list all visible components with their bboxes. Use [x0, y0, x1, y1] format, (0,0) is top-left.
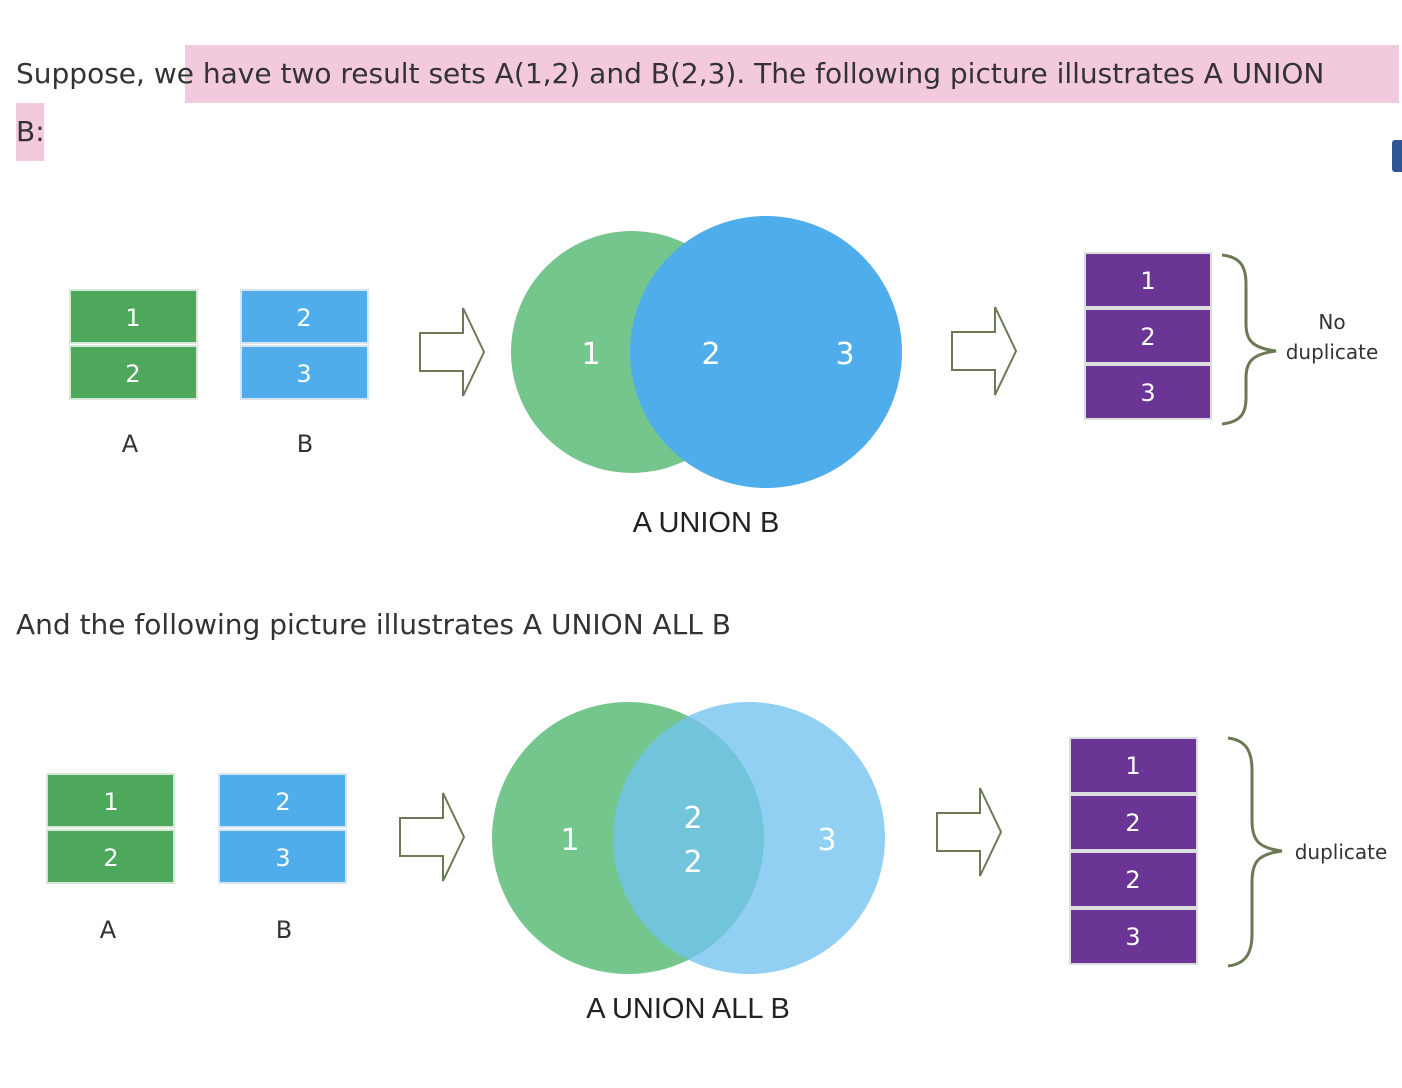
- venn-circle-b: [630, 216, 902, 488]
- set-b-label: B: [297, 430, 313, 458]
- set-a-value: 2: [103, 844, 118, 872]
- union-caption: A UNION B: [633, 507, 780, 539]
- set-a-cell: [46, 773, 175, 828]
- set-b-value: 3: [296, 360, 311, 388]
- result-cell: [1084, 308, 1212, 364]
- union-note-line-2: duplicate: [1286, 340, 1379, 364]
- set-a-value: 2: [125, 360, 140, 388]
- venn-value-b-only: 3: [835, 337, 854, 372]
- venn-value-a-only: 1: [581, 337, 600, 372]
- text-highlight: [16, 103, 44, 161]
- side-tab: [1392, 140, 1402, 172]
- set-a-cell: [46, 829, 175, 884]
- union-venn: 1 2 3: [511, 216, 902, 488]
- union-all-intro-text: And the following picture illustrates A …: [16, 608, 732, 641]
- union-diagram: 1 2 A 2 3 B 1 2 3 A UNION B 1 2 3 No dup…: [69, 216, 1379, 539]
- set-a-table: 1 2 A: [46, 773, 175, 944]
- venn-value-overlap: 2: [683, 801, 702, 836]
- set-b-table: 2 3 B: [218, 773, 347, 944]
- arrow-right-icon: [951, 306, 1018, 396]
- union-all-diagram: 1 2 A 2 3 B 1 2 2 3 A UNION ALL B 1 2 2 …: [46, 702, 1388, 1025]
- set-a-label: A: [100, 916, 117, 944]
- result-cell: [1069, 737, 1198, 794]
- venn-circle-b: [613, 702, 885, 974]
- result-value: 3: [1125, 923, 1140, 951]
- union-result-table: 1 2 3: [1084, 252, 1212, 420]
- set-b-cell: [218, 773, 347, 828]
- result-cell: [1084, 364, 1212, 420]
- union-all-caption: A UNION ALL B: [586, 993, 790, 1025]
- result-value: 1: [1125, 752, 1140, 780]
- result-value: 2: [1140, 323, 1155, 351]
- arrow-right-icon: [936, 787, 1003, 877]
- set-a-label: A: [122, 430, 139, 458]
- arrow-right-icon: [419, 307, 486, 397]
- venn-value-overlap: 2: [683, 845, 702, 880]
- arrow-right-icon: [399, 792, 466, 882]
- set-b-label: B: [276, 916, 292, 944]
- union-all-note: duplicate: [1295, 840, 1388, 864]
- result-value: 2: [1125, 866, 1140, 894]
- set-a-value: 1: [125, 304, 140, 332]
- text-highlight: [185, 45, 1399, 103]
- curly-brace-icon: [1227, 736, 1283, 968]
- set-a-cell: [69, 345, 198, 400]
- set-b-value: 2: [275, 788, 290, 816]
- result-value: 3: [1140, 379, 1155, 407]
- set-b-value: 2: [296, 304, 311, 332]
- set-a-cell: [69, 289, 198, 344]
- curly-brace-icon: [1221, 253, 1277, 426]
- set-b-cell: [240, 289, 369, 344]
- result-cell: [1069, 908, 1198, 965]
- result-cell: [1069, 851, 1198, 908]
- venn-value-a-only: 1: [560, 823, 579, 858]
- union-all-venn: 1 2 2 3: [492, 702, 885, 974]
- set-b-cell: [240, 345, 369, 400]
- set-a-value: 1: [103, 788, 118, 816]
- result-value: 1: [1140, 267, 1155, 295]
- union-all-result-table: 1 2 2 3: [1069, 737, 1198, 965]
- venn-value-overlap: 2: [701, 337, 720, 372]
- union-note-line-1: No: [1318, 310, 1345, 334]
- set-b-table: 2 3 B: [240, 289, 369, 458]
- intro-text-line-1: Suppose, we have two result sets A(1,2) …: [16, 57, 1325, 90]
- set-b-cell: [218, 829, 347, 884]
- result-cell: [1069, 794, 1198, 851]
- set-b-value: 3: [275, 844, 290, 872]
- result-cell: [1084, 252, 1212, 308]
- result-value: 2: [1125, 809, 1140, 837]
- set-a-table: 1 2 A: [69, 289, 198, 458]
- intro-text-line-2: B:: [16, 115, 45, 148]
- venn-value-b-only: 3: [817, 823, 836, 858]
